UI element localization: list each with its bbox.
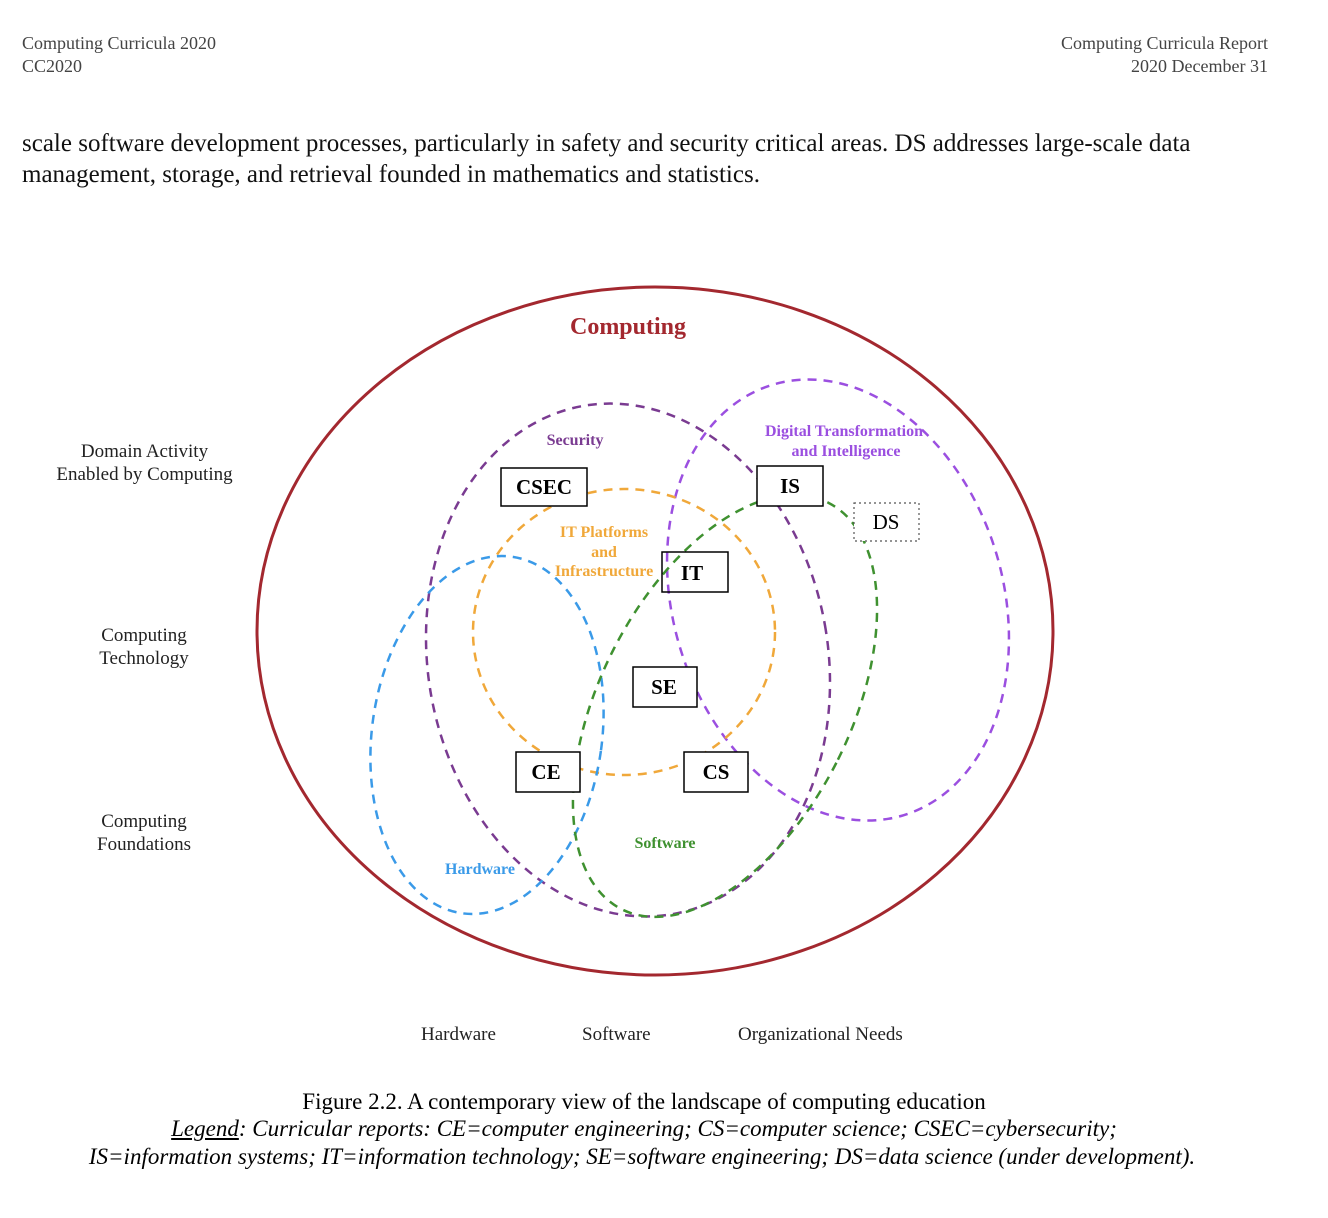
figure-legend-line-1: Legend: Curricular reports: CE=computer … [0,1115,1308,1143]
it-box: IT [661,551,729,593]
paragraph-line-2: management, storage, and retrieval found… [22,161,760,188]
software-ellipse [571,493,879,919]
axis-label-domain-line1: Domain Activity [80,441,209,462]
axis-label-computing-technology: Computing Technology [80,624,208,670]
legend-word: Legend [171,1116,239,1141]
axis-label-computing-foundations: Computing Foundations [80,810,208,856]
is-box-label: IS [780,474,800,498]
ce-box: CE [515,751,581,793]
security-ellipse [424,402,832,918]
axis-label-domain-activity: Domain Activity Enabled by Computing [52,440,237,486]
body-paragraph: scale software development processes, pa… [22,128,1282,190]
legend-line-1-text: : Curricular reports: CE=computer engine… [238,1116,1117,1141]
it-box-label: IT [681,561,703,585]
ds-box: DS [853,502,920,542]
se-box: SE [632,666,698,708]
page-header-left: Computing Curricula 2020 CC2020 [22,32,216,78]
axis-label-tech-line2: Technology [99,648,189,669]
header-title: Computing Curricula 2020 [22,33,216,53]
computing-ellipse [255,285,1055,977]
se-box-label: SE [651,675,677,699]
header-date: 2020 December 31 [1131,56,1268,76]
digital-label-line1: Digital Transformation [765,423,923,440]
axis-label-domain-line2: Enabled by Computing [56,464,233,485]
computing-title: Computing [570,314,686,340]
ce-box-label: CE [531,760,560,784]
digital-label-line2: and Intelligence [792,443,901,460]
csec-box: CSEC [500,467,588,507]
digital-transformation-ellipse [665,378,1011,822]
paragraph-line-1: scale software development processes, pa… [22,130,1191,157]
axis-label-software: Software [582,1024,651,1045]
axis-label-organizational-needs: Organizational Needs [738,1024,903,1045]
ds-box-label: DS [873,510,900,534]
it-platforms-ellipse [471,487,777,777]
page-header-right: Computing Curricula Report 2020 December… [1061,32,1268,78]
is-box: IS [756,465,824,507]
it-platforms-label-line3: Infrastructure [555,563,653,580]
cs-box: CS [683,751,749,793]
hardware-label: Hardware [445,861,515,878]
cs-box-label: CS [703,760,730,784]
axis-label-found-line1: Computing [101,811,187,832]
header-report: Computing Curricula Report [1061,33,1268,53]
software-label: Software [634,835,695,852]
hardware-ellipse [369,554,605,916]
figure-caption: Figure 2.2. A contemporary view of the l… [302,1089,986,1114]
axis-label-hardware: Hardware [421,1024,496,1045]
it-platforms-label-line2: and [591,544,617,561]
figure-legend-line-2: IS=information systems; IT=information t… [88,1144,1196,1169]
it-platforms-label-line1: IT Platforms [560,524,648,541]
axis-label-tech-line1: Computing [101,625,187,646]
csec-box-label: CSEC [516,475,572,499]
header-subtitle: CC2020 [22,56,83,76]
axis-label-found-line2: Foundations [97,834,191,855]
security-label: Security [547,432,604,449]
